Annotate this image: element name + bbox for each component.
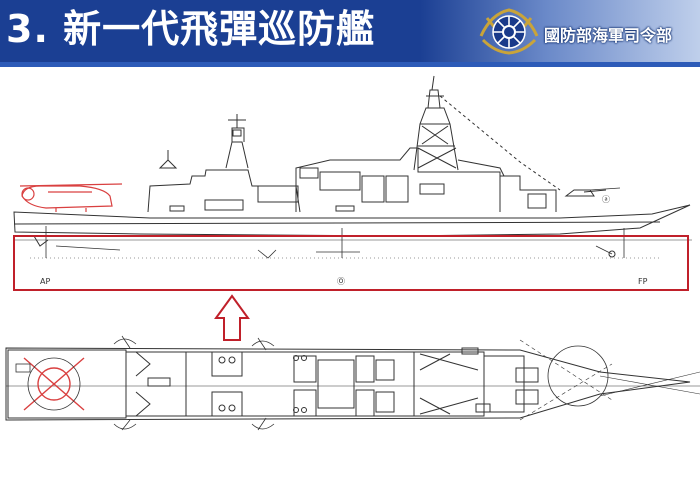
underwater-hull-highlight bbox=[13, 235, 689, 291]
main-superstructure bbox=[295, 147, 501, 212]
plan-view bbox=[5, 335, 700, 431]
navy-emblem-icon bbox=[479, 8, 539, 55]
banner-gradient bbox=[420, 0, 700, 62]
aft-mast bbox=[225, 114, 249, 169]
helipad-marking bbox=[23, 357, 85, 411]
helicopter-icon bbox=[19, 183, 123, 212]
ship-drawing: AP Ⓞ FP ⓐ bbox=[5, 75, 700, 431]
side-elevation bbox=[13, 75, 692, 259]
organization-name: 國防部海軍司令部 bbox=[544, 26, 673, 45]
mark-ap: AP bbox=[40, 277, 50, 286]
banner-stripe bbox=[0, 62, 700, 67]
bow-gun bbox=[564, 189, 607, 197]
hull-code: ⓐ bbox=[602, 195, 610, 204]
hull-outline bbox=[13, 204, 691, 237]
deck-outline bbox=[5, 347, 691, 421]
title-banner: 3. 新一代飛彈巡防艦 國防部海軍司令部 bbox=[0, 0, 700, 62]
up-arrow-icon bbox=[214, 294, 250, 341]
mark-midship: Ⓞ bbox=[337, 277, 345, 286]
main-mast bbox=[413, 75, 459, 171]
slide-title: 3. 新一代飛彈巡防艦 bbox=[6, 7, 376, 51]
mark-fp: FP bbox=[638, 277, 648, 286]
